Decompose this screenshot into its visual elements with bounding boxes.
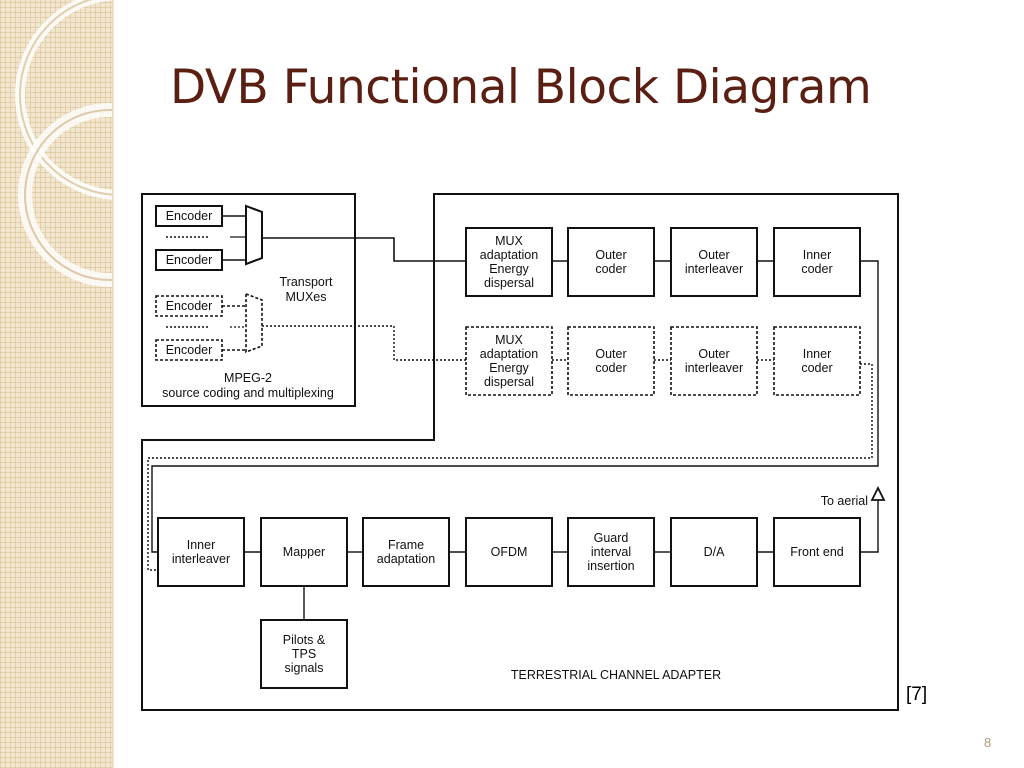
encoder-connectors: [166, 215, 246, 351]
aerial-antenna-icon: [870, 485, 886, 501]
d-a-block-label: D/A: [704, 545, 726, 559]
mux-to-chain-secondary-line: [262, 325, 466, 361]
mapper-block-frame: [260, 517, 348, 587]
decorative-rings: [15, 0, 112, 287]
front-end-block-label: Front end: [790, 545, 844, 559]
encoder-block-2-label: Encoder: [166, 253, 213, 267]
transport-mux-primary: [245, 204, 263, 266]
frame-block-frame: [362, 517, 450, 587]
front-end-block-frame: [773, 517, 861, 587]
d-a-block: D/A: [670, 517, 758, 587]
secondary-outer-block-frame: [567, 326, 655, 396]
aerial-label: To aerial: [821, 494, 868, 508]
mapper-block-label: Mapper: [283, 545, 325, 559]
primary-outer-block-frame: [567, 227, 655, 297]
encoder-block-2: Encoder: [155, 249, 223, 271]
encoder-block-4-label: Encoder: [166, 343, 213, 357]
encoder-block-3-label: Encoder: [166, 299, 213, 313]
primary-mux-block-frame: [465, 227, 553, 297]
guard-block-frame: [567, 517, 655, 587]
ofdm-block-label: OFDM: [491, 545, 528, 559]
decorative-side-panel: [0, 0, 112, 768]
transport-mux-secondary: [245, 292, 263, 354]
primary-outer-block-frame: [670, 227, 758, 297]
pilots-tps-block-frame: [260, 619, 348, 689]
side-panel-edge: [112, 0, 115, 768]
mux-to-chain-primary-line: [262, 237, 466, 262]
mapper-block: Mapper: [260, 517, 348, 587]
d-a-block-frame: [670, 517, 758, 587]
channel-adapter-frame: [141, 193, 899, 711]
secondary-inner-block-frame: [773, 326, 861, 396]
slide-title: DVB Functional Block Diagram: [170, 60, 872, 115]
encoder-block-3: Encoder: [155, 295, 223, 317]
secondary-mux-block-frame: [465, 326, 553, 396]
encoder-block-1: Encoder: [155, 205, 223, 227]
front-end-block: Front end: [773, 517, 861, 587]
encoder-block-1-label: Encoder: [166, 209, 213, 223]
ofdm-block: OFDM: [465, 517, 553, 587]
citation-reference: [7]: [906, 684, 928, 705]
channel-adapter-caption: TERRESTRIAL CHANNEL ADAPTER: [511, 668, 721, 682]
inner-block-frame: [157, 517, 245, 587]
primary-inner-block-frame: [773, 227, 861, 297]
encoder-block-4: Encoder: [155, 339, 223, 361]
ofdm-block-frame: [465, 517, 553, 587]
mpeg2-section-frame: [141, 193, 356, 407]
secondary-outer-block-frame: [670, 326, 758, 396]
page-number: 8: [984, 735, 992, 750]
